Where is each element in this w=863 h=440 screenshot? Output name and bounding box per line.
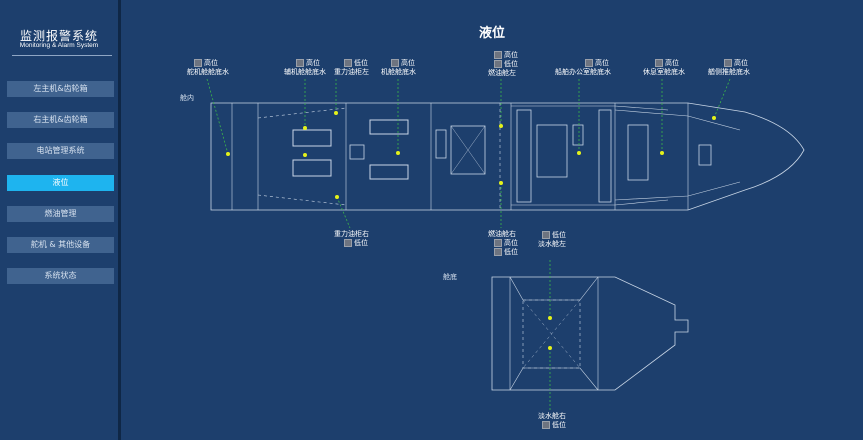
section-label-inner: 舱内 (180, 94, 194, 102)
app-title: 监测报警系统 (19, 29, 98, 43)
section-label-bottom: 舱底 (443, 273, 457, 281)
alarm-indicator-icon (494, 239, 502, 247)
office-tank-label: 高位 船舶办公室舱底水 (555, 59, 611, 76)
nav-steering-other[interactable]: 舵机 & 其他设备 (7, 237, 114, 253)
nav-liquid-level[interactable]: 液位 (7, 175, 114, 191)
nav-fuel-management[interactable]: 燃油管理 (7, 206, 114, 222)
gravity-tank-left-label: 低位 重力油柜左 (334, 59, 369, 76)
fuel-tank-right-label: 燃油舱右 高位 低位 (488, 230, 518, 256)
engine-room-tank-label: 高位 机舱舱底水 (381, 59, 416, 76)
fuel-tank-left-label: 高位 低位 燃油舱左 (488, 51, 518, 77)
aux-engine-tank-label: 高位 辅机舱舱底水 (284, 59, 326, 76)
alarm-indicator-icon (724, 59, 732, 67)
fresh-water-tank-left-label: 低位 淡水舱左 (538, 231, 566, 248)
alarm-indicator-icon (494, 60, 502, 68)
bow-thruster-tank-label: 高位 艏侧推舱底水 (708, 59, 750, 76)
alarm-indicator-icon (655, 59, 663, 67)
app-subtitle: Monitoring & Alarm System (19, 42, 99, 49)
nav-system-status[interactable]: 系统状态 (7, 268, 114, 284)
sidebar: 监测报警系统 Monitoring & Alarm System 左主机&齿轮箱… (0, 0, 118, 440)
alarm-indicator-icon (494, 51, 502, 59)
nav-right-engine[interactable]: 右主机&齿轮箱 (7, 112, 114, 128)
fresh-water-tank-right-label: 淡水舱右 低位 (538, 412, 566, 429)
alarm-indicator-icon (494, 248, 502, 256)
alarm-indicator-icon (585, 59, 593, 67)
sidebar-divider (118, 0, 121, 440)
page-title: 液位 (478, 26, 505, 41)
alarm-indicator-icon (391, 59, 399, 67)
alarm-indicator-icon (194, 59, 202, 67)
steering-tank-label: 高位 舵机舱舱底水 (187, 59, 229, 76)
alarm-indicator-icon (542, 231, 550, 239)
alarm-indicator-icon (542, 421, 550, 429)
alarm-indicator-icon (344, 239, 352, 247)
gravity-tank-right-label: 重力油柜右 低位 (334, 230, 369, 247)
alarm-indicator-icon (296, 59, 304, 67)
title-divider (12, 55, 112, 56)
nav-left-engine[interactable]: 左主机&齿轮箱 (7, 81, 114, 97)
nav-power-station[interactable]: 电站管理系统 (7, 143, 114, 159)
alarm-indicator-icon (344, 59, 352, 67)
rest-room-tank-label: 高位 休息室舱底水 (643, 59, 685, 76)
